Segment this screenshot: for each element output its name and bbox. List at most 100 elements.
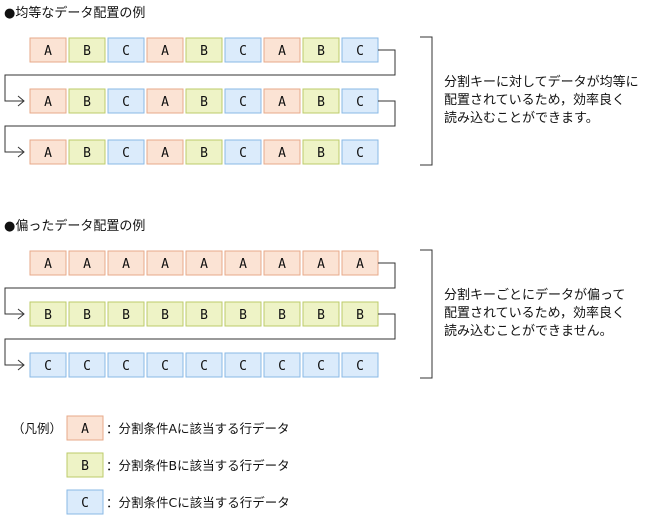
cell-s1-r1-c1-label: B (83, 308, 91, 323)
cell-s1-r2-c4-label: C (200, 359, 208, 374)
cell-s1-r2-c2-box (107, 352, 145, 378)
cell-s0-r2-c5-box (224, 139, 262, 165)
cell-s0-r2-c0-label: A (44, 146, 52, 161)
cell-s1-r0-c7-label: A (317, 257, 325, 272)
cell-s1-r1-c2-label: B (122, 308, 130, 323)
cell-s0-r2-c2-box (107, 139, 145, 165)
cell-s1-r1-c6-box (263, 301, 301, 327)
cell-s1-r0-c5-box (224, 250, 262, 276)
cell-s1-r1-c2-box (107, 301, 145, 327)
cell-s0-r2-c7-box (302, 139, 340, 165)
bracket-s0 (420, 36, 433, 166)
connector-s1-r0 (4, 262, 396, 315)
legend-key-b-label: B (81, 459, 89, 474)
bracket-s1 (420, 249, 433, 379)
connector-s0-r1 (4, 100, 396, 153)
cell-s1-r1-c1-box (68, 301, 106, 327)
cell-s1-r1-c0-label: B (44, 308, 52, 323)
cell-s0-r0-c3-label: A (161, 44, 169, 59)
cell-s0-r0-c1-box (68, 37, 106, 63)
cell-s1-r0-c8-label: A (356, 257, 364, 272)
cell-s0-r1-c6-label: A (278, 95, 286, 110)
cell-s0-r0-c4-label: B (200, 44, 208, 59)
cell-s0-r1-c8-label: C (356, 95, 364, 110)
cell-s1-r2-c5-label: C (239, 359, 247, 374)
cell-s1-r2-c0-label: C (44, 359, 52, 374)
cell-s1-r2-c2-label: C (122, 359, 130, 374)
cell-s1-r1-c8-box (341, 301, 379, 327)
cell-s0-r2-c4-label: B (200, 146, 208, 161)
connector-s0-r0 (4, 49, 396, 102)
cell-s1-r2-c8-box (341, 352, 379, 378)
cell-s0-r1-c0-box (29, 88, 67, 114)
cell-s1-r1-c3-label: B (161, 308, 169, 323)
cell-s1-r0-c7-box (302, 250, 340, 276)
section-title-even: ●均等なデータ配置の例 (4, 6, 146, 21)
cell-s1-r0-c4-box (185, 250, 223, 276)
cell-s1-r2-c6-label: C (278, 359, 286, 374)
cell-s1-r0-c6-box (263, 250, 301, 276)
cell-s1-r2-c7-box (302, 352, 340, 378)
cell-s1-r0-c4-label: A (200, 257, 208, 272)
cell-s0-r0-c6-label: A (278, 44, 286, 59)
legend-key-c-box (66, 489, 104, 515)
cell-s1-r1-c4-box (185, 301, 223, 327)
section-title-skewed: ●偏ったデータ配置の例 (4, 219, 146, 234)
cell-s1-r2-c6-box (263, 352, 301, 378)
cell-s1-r0-c3-label: A (161, 257, 169, 272)
cell-s1-r0-c0-box (29, 250, 67, 276)
cell-s0-r0-c8-label: C (356, 44, 364, 59)
cell-s0-r0-c6-box (263, 37, 301, 63)
cell-s1-r2-c8-label: C (356, 359, 364, 374)
cell-s0-r2-c7-label: B (317, 146, 325, 161)
cell-s1-r1-c7-box (302, 301, 340, 327)
cell-s0-r2-c3-label: A (161, 146, 169, 161)
cell-s1-r0-c3-box (146, 250, 184, 276)
cell-s0-r1-c3-label: A (161, 95, 169, 110)
cell-s0-r1-c7-label: B (317, 95, 325, 110)
cell-s1-r2-c5-box (224, 352, 262, 378)
cell-s1-r0-c2-label: A (122, 257, 130, 272)
legend-label-b: ：分割条件Bに該当する行データ (106, 458, 290, 473)
cell-s1-r2-c3-box (146, 352, 184, 378)
cell-s0-r1-c5-label: C (239, 95, 247, 110)
cell-s0-r1-c1-label: B (83, 95, 91, 110)
cell-s0-r2-c1-box (68, 139, 106, 165)
cell-s1-r2-c4-box (185, 352, 223, 378)
legend-heading: （凡例） (12, 421, 63, 436)
cell-s0-r1-c0-label: A (44, 95, 52, 110)
cell-s0-r1-c8-box (341, 88, 379, 114)
legend-label-c: ：分割条件Cに該当する行データ (106, 495, 290, 510)
cell-s1-r1-c5-label: B (239, 308, 247, 323)
cell-s0-r0-c0-label: A (44, 44, 52, 59)
cell-s1-r0-c0-label: A (44, 257, 52, 272)
cell-s1-r0-c8-box (341, 250, 379, 276)
cell-s0-r1-c3-box (146, 88, 184, 114)
cell-s0-r0-c0-box (29, 37, 67, 63)
cell-s1-r1-c7-label: B (317, 308, 325, 323)
cell-s1-r1-c6-label: B (278, 308, 286, 323)
cell-s1-r2-c7-label: C (317, 359, 325, 374)
cell-s1-r1-c8-label: B (356, 308, 364, 323)
cell-s1-r1-c5-box (224, 301, 262, 327)
cell-s0-r0-c2-box (107, 37, 145, 63)
cell-s1-r1-c3-box (146, 301, 184, 327)
arrowhead-s1-r1 (17, 359, 25, 371)
cell-s0-r0-c3-box (146, 37, 184, 63)
cell-s0-r1-c1-box (68, 88, 106, 114)
cell-s0-r2-c6-label: A (278, 146, 286, 161)
cell-s0-r2-c8-label: C (356, 146, 364, 161)
cell-s0-r2-c0-box (29, 139, 67, 165)
cell-s1-r0-c1-box (68, 250, 106, 276)
legend-key-b-box (66, 452, 104, 478)
legend-key-c-label: C (81, 496, 89, 511)
arrowhead-s1-r0 (17, 308, 25, 320)
cell-s1-r0-c5-label: A (239, 257, 247, 272)
cell-s1-r0-c2-box (107, 250, 145, 276)
cell-s1-r0-c6-label: A (278, 257, 286, 272)
description-even: 分割キーに対してデータが均等に 配置されているため，効率良く 読み込むことができ… (444, 75, 639, 126)
cell-s0-r0-c1-label: B (83, 44, 91, 59)
cell-s0-r2-c5-label: C (239, 146, 247, 161)
cell-s1-r2-c3-label: C (161, 359, 169, 374)
